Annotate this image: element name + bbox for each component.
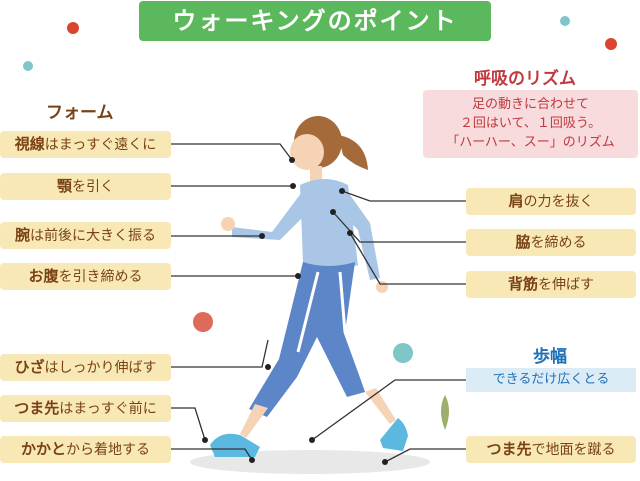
page-title: ウォーキングのポイント [139,1,491,41]
flower-icon [67,22,617,332]
form-item-abdomen: お腹を引き締める [0,263,171,290]
stride-box: できるだけ広くとる [466,368,636,392]
form-item-toes: つま先はまっすぐ前に [0,395,171,422]
breathing-line: 足の動きに合わせて [471,97,589,112]
breathing-line: 「ハーハー、スー」のリズム [446,135,615,150]
form-item-knees: ひざはしっかり伸ばす [0,354,171,381]
right-item-push-off: つま先で地面を蹴る [466,436,636,463]
breathing-line: ２回はいて、１回吸う。 [459,116,602,131]
form-item-arms: 腕は前後に大きく振る [0,222,171,249]
breathing-box: 足の動きに合わせて ２回はいて、１回吸う。 「ハーハー、スー」のリズム [423,90,638,158]
right-item-back: 背筋を伸ばす [466,271,636,298]
right-item-shoulders: 肩の力を抜く [466,188,636,215]
flower-icon [23,16,570,363]
stride-heading: 歩幅 [533,347,567,367]
form-item-chin: 顎を引く [0,173,171,200]
breathing-heading: 呼吸のリズム [474,69,576,89]
form-item-gaze: 視線はまっすぐ遠くに [0,131,171,158]
leaf-icon [441,395,449,430]
form-item-heel: かかとから着地する [0,436,171,463]
form-heading: フォーム [46,103,114,123]
right-item-armpits: 脇を締める [466,229,636,256]
